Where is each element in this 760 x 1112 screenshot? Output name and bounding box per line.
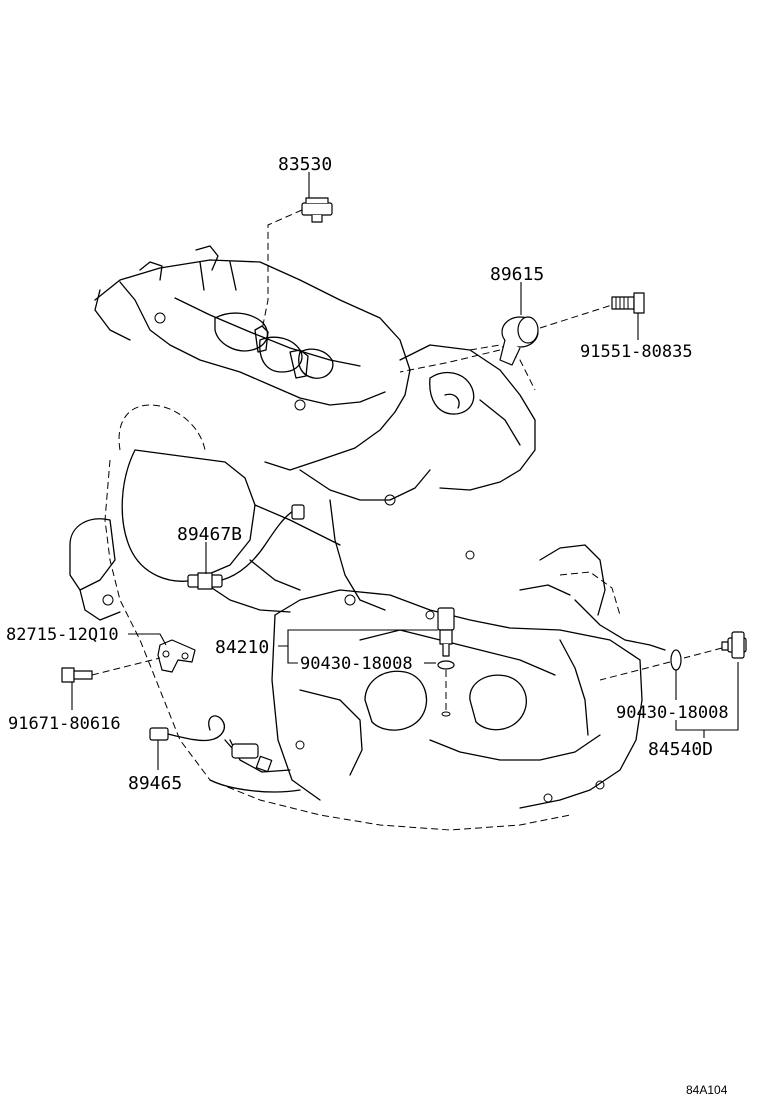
label-91551-80835: 91551-80835 [580,342,693,362]
label-90430-18008-right: 90430-18008 [616,703,729,723]
label-84540d: 84540D [648,739,713,760]
label-89465: 89465 [128,773,182,794]
label-89615: 89615 [490,264,544,285]
speed-sensor-84540d-part [721,631,747,659]
bolt-91671-part [61,667,93,683]
label-82715-12q10: 82715-12Q10 [6,625,119,645]
knock-sensor-part [499,316,539,366]
part-labels: 83530 89615 91551-80835 89467B 82715-12Q… [6,154,729,794]
label-89467b: 89467B [177,524,242,545]
bolt-91551-part [611,292,645,314]
leader-lines [71,172,739,770]
bracket-82715-part [157,639,196,673]
washer-center-part [437,660,455,670]
af-sensor-89467b-part [187,504,305,590]
washer-right-part [670,649,682,671]
oil-pressure-switch-part [301,197,333,223]
label-84210: 84210 [215,637,269,658]
o2-sensor-89465-part [149,715,273,773]
engine-illustration [69,245,666,831]
label-83530: 83530 [278,154,332,175]
label-90430-18008-center: 90430-18008 [300,654,413,674]
label-91671-80616: 91671-80616 [8,714,121,734]
sender-84210-part [437,607,455,657]
figure-code: 84A104 [686,1083,728,1097]
